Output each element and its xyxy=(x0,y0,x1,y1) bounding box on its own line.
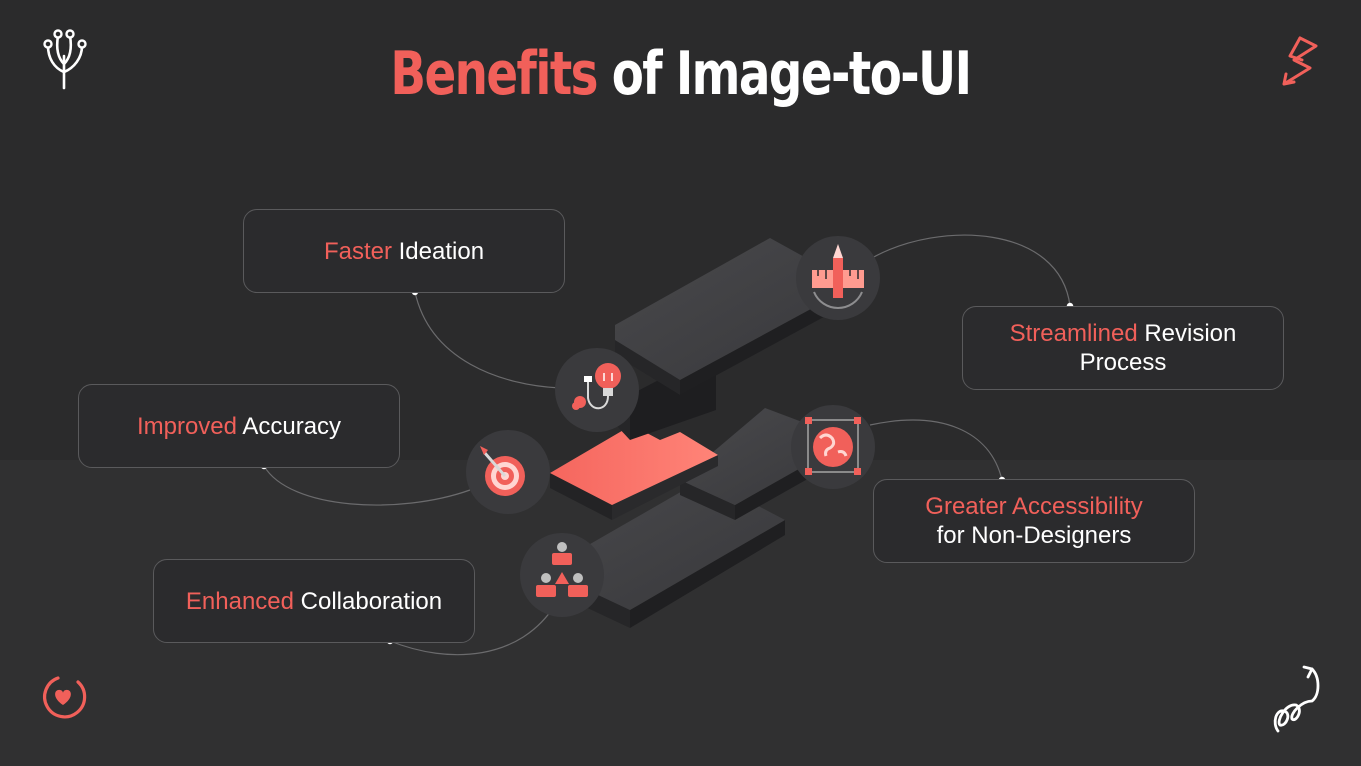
lightning-icon xyxy=(1282,36,1318,86)
connector-streamlined-revision xyxy=(871,234,1071,307)
benefit-rest: Ideation xyxy=(391,237,485,265)
lightbulb-icon xyxy=(572,363,621,410)
sprout-icon xyxy=(43,29,87,90)
benefit-accent: Streamlined xyxy=(1009,320,1138,347)
benefit-rest: Accuracy xyxy=(237,412,342,440)
title-accent: Benefits xyxy=(390,39,598,109)
title-rest: of Image-to-UI xyxy=(596,39,972,109)
connector-enhanced-collaboration xyxy=(389,604,556,656)
benefit-accent: Enhanced xyxy=(185,587,294,615)
connector-improved-accuracy xyxy=(263,465,471,506)
connector-greater-accessibility xyxy=(869,419,1003,481)
benefit-rest: Revision xyxy=(1137,320,1237,347)
benefit-line: Faster Ideation xyxy=(324,237,484,266)
globe-vector-icon xyxy=(805,417,861,475)
benefit-line: Improved Accuracy xyxy=(137,412,341,441)
target-icon xyxy=(480,446,525,496)
connector-lines xyxy=(263,234,1071,656)
benefit-line-2: Process xyxy=(1079,349,1167,376)
benefit-accent: Greater Accessibility xyxy=(925,493,1143,520)
benefit-line: Greater Accessibility xyxy=(925,492,1142,521)
heart-icon xyxy=(43,676,87,719)
benefit-line-2: for Non-Designers xyxy=(936,522,1132,549)
benefit-line: Enhanced Collaboration xyxy=(186,587,442,616)
benefit-card-improved-accuracy: Improved Accuracy xyxy=(78,384,400,468)
team-icon xyxy=(536,542,588,597)
benefit-line: Streamlined Revision xyxy=(1010,319,1237,348)
spiral-arrow-icon xyxy=(1273,665,1320,733)
benefit-rest: Collaboration xyxy=(294,587,443,615)
slab-top xyxy=(615,238,855,395)
benefit-accent: Improved xyxy=(136,412,237,440)
slab-highlight xyxy=(550,425,718,520)
benefit-card-enhanced-collaboration: Enhanced Collaboration xyxy=(153,559,475,643)
benefit-card-faster-ideation: Faster Ideation xyxy=(243,209,565,293)
benefit-card-streamlined-revision: Streamlined Revision Process xyxy=(962,306,1284,390)
pencil-ruler-icon xyxy=(812,244,864,309)
benefit-card-greater-accessibility: Greater Accessibility for Non-Designers xyxy=(873,479,1195,563)
benefit-accent: Faster xyxy=(323,237,392,265)
connector-faster-ideation xyxy=(414,291,561,389)
page-title: Benefits of Image-to-UI xyxy=(150,38,1212,110)
